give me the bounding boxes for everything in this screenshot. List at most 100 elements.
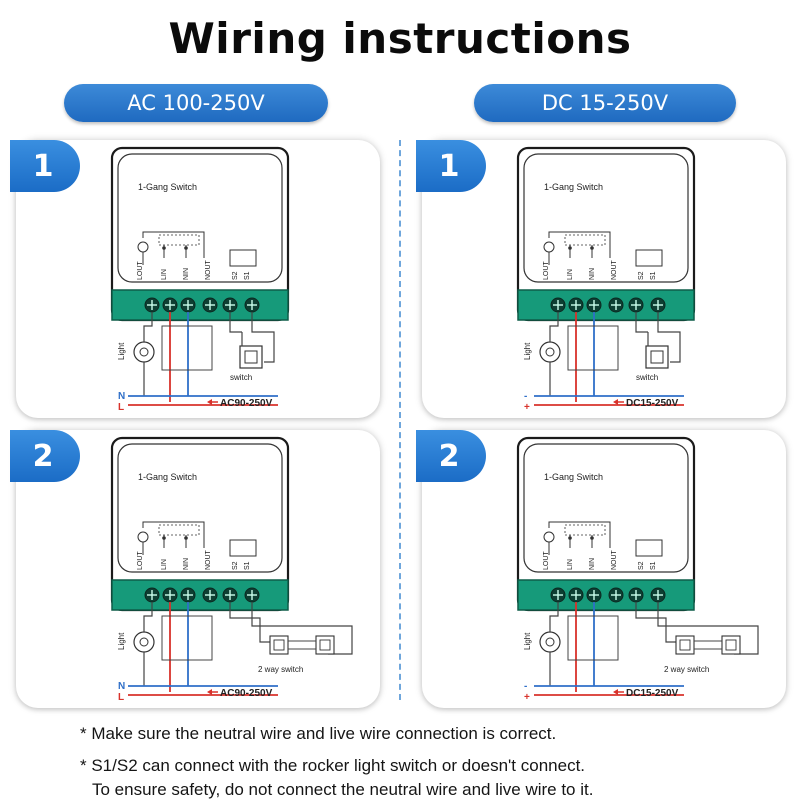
terminal-label-lin: LIN (567, 269, 574, 280)
terminal-label-s2: S2 (638, 561, 645, 570)
terminal-label-lout: LOUT (543, 551, 550, 570)
page-title: Wiring instructions (168, 14, 632, 63)
relay-box (158, 524, 200, 536)
terminal-label-s1: S1 (650, 271, 657, 280)
internal-node (184, 246, 188, 250)
switch-b-rocker (725, 639, 737, 651)
wire-s1 (657, 602, 759, 655)
switch-a-icon (269, 635, 289, 655)
terminal-label-s2: S2 (232, 561, 239, 570)
terminal-label-nout: NOUT (611, 259, 618, 280)
light-icon-core (139, 637, 149, 647)
supply-top-label: N (118, 391, 125, 402)
relay-box (564, 524, 606, 536)
internal-wire (548, 521, 611, 548)
notes: * Make sure the neutral wire and live wi… (80, 722, 780, 800)
switch-box (635, 539, 663, 557)
wire-lout (143, 602, 153, 632)
wire-s2 (229, 602, 270, 643)
arrow-head (207, 689, 212, 695)
section-label-ac: AC 100-250V (64, 84, 328, 122)
terminal-block (517, 289, 695, 321)
terminal-block (111, 289, 289, 321)
switch-label: switch (636, 373, 658, 382)
terminal-label-nin: NIN (589, 558, 596, 570)
internal-node (590, 536, 594, 540)
terminal-label-nin: NIN (589, 268, 596, 280)
light-icon-core (545, 637, 555, 647)
light-label: Light (523, 632, 532, 650)
relay-box (158, 234, 200, 246)
supply-label: DC15-250V (626, 398, 679, 409)
internal-wire (548, 231, 611, 258)
device-name: 1-Gang Switch (544, 182, 603, 192)
wire-guide-box (161, 615, 213, 661)
switch-label: 2 way switch (664, 665, 709, 674)
terminal-label-lout: LOUT (137, 261, 144, 280)
internal-node (590, 246, 594, 250)
terminal-label-lin: LIN (567, 559, 574, 570)
supply-top-label: - (524, 391, 527, 402)
supply-bottom-label: + (524, 402, 530, 413)
internal-node (162, 246, 166, 250)
light-label: Light (117, 342, 126, 360)
terminal-label-nin: NIN (183, 558, 190, 570)
switch-rocker (244, 350, 258, 364)
switch-icon (645, 345, 669, 369)
wire-s2 (635, 312, 648, 333)
wire-s1 (251, 312, 275, 363)
supply-bottom-label: L (118, 402, 124, 413)
terminal-label-s1: S1 (650, 561, 657, 570)
terminal-label-nout: NOUT (205, 549, 212, 570)
arrow-head (613, 399, 618, 405)
device-name: 1-Gang Switch (138, 472, 197, 482)
step-badge: 1 (416, 140, 486, 192)
wire-s1 (657, 312, 681, 363)
internal-wire (142, 521, 205, 548)
device-name: 1-Gang Switch (138, 182, 197, 192)
light-icon (133, 631, 155, 653)
switch-icon (239, 345, 263, 369)
switch-rocker (650, 350, 664, 364)
light-icon (539, 631, 561, 653)
step-badge: 2 (416, 430, 486, 482)
internal-node (184, 536, 188, 540)
section-label-dc: DC 15-250V (474, 84, 736, 122)
terminal-label-lin: LIN (161, 559, 168, 570)
terminal-label-s1: S1 (244, 561, 251, 570)
switch-a-rocker (679, 639, 691, 651)
supply-label: DC15-250V (626, 688, 679, 699)
switch-label: 2 way switch (258, 665, 303, 674)
light-label: Light (117, 632, 126, 650)
internal-node (568, 246, 572, 250)
wire-guide-box (161, 325, 213, 371)
internal-node (162, 536, 166, 540)
light-icon-core (139, 347, 149, 357)
module-panel (523, 153, 689, 283)
terminal-label-s2: S2 (232, 271, 239, 280)
terminal-label-nout: NOUT (611, 549, 618, 570)
terminal-label-lout: LOUT (137, 551, 144, 570)
wire-lout (549, 312, 559, 342)
wire-guide-box (567, 615, 619, 661)
switch-label: switch (230, 373, 252, 382)
light-icon-core (545, 347, 555, 357)
switch-a-icon (675, 635, 695, 655)
module-panel (117, 443, 283, 573)
wire-s2 (635, 602, 676, 643)
terminal-label-s2: S2 (638, 271, 645, 280)
arrow-head (613, 689, 618, 695)
wire-guide-box (567, 325, 619, 371)
switch-box (229, 249, 257, 267)
wire-s2 (229, 312, 242, 333)
light-icon (539, 341, 561, 363)
step-badge: 2 (10, 430, 80, 482)
note-safety: To ensure safety, do not connect the neu… (92, 780, 594, 799)
module-panel (523, 443, 689, 573)
light-label: Light (523, 342, 532, 360)
